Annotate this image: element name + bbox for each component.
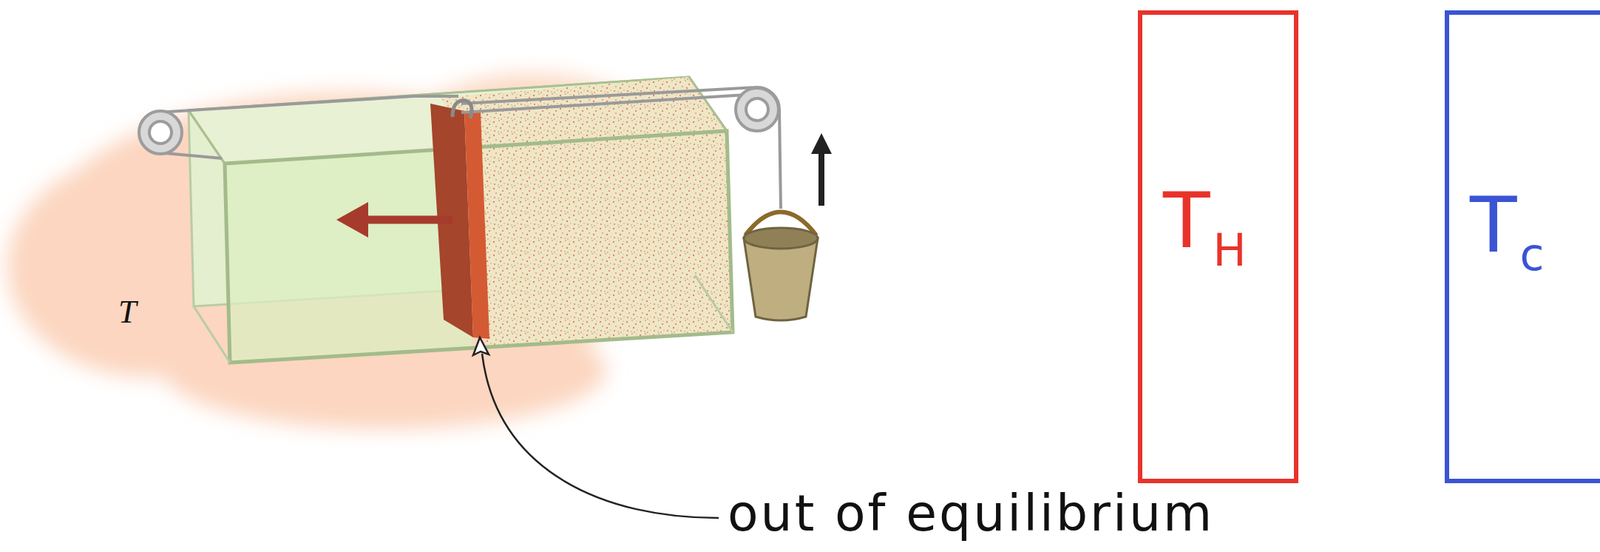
bucket-body — [743, 238, 818, 321]
temperature-reservoir: Tc — [1444, 10, 1600, 483]
annotation-note: out of equilibrium — [727, 483, 1215, 542]
red-arrow — [336, 201, 453, 238]
temperature-reservoir: TH — [1137, 10, 1299, 483]
temperature-symbol: T — [1163, 181, 1211, 259]
temperature-subscript: H — [1213, 227, 1247, 273]
right-pulley — [735, 87, 779, 131]
up-arrow — [811, 133, 832, 206]
box-edge — [193, 306, 230, 363]
arrow-shaft — [360, 215, 453, 225]
arrow-head — [811, 133, 832, 154]
temperature-label: T — [118, 292, 137, 331]
temperature-symbol: T — [1469, 186, 1518, 264]
cable — [461, 87, 781, 209]
cable — [156, 96, 459, 113]
pulley-wheel — [139, 110, 182, 154]
box-edge — [695, 275, 733, 332]
leader-line — [482, 353, 719, 518]
temperature-subscript: c — [1520, 232, 1545, 277]
reservoir-label: Tc — [1469, 186, 1545, 264]
left-pulley — [139, 110, 182, 154]
cable — [461, 94, 747, 113]
piston-hook — [452, 100, 472, 119]
arrow-shaft — [818, 147, 825, 206]
bucket — [743, 212, 818, 321]
reservoir-label: TH — [1163, 181, 1247, 259]
pulley-hub — [149, 121, 172, 144]
arrow-head — [336, 201, 369, 238]
piston-face — [464, 110, 490, 339]
pulley-cables — [156, 87, 781, 209]
bucket-rim — [743, 227, 818, 249]
pulley-wheel — [735, 87, 779, 131]
leader-arrow — [473, 337, 719, 518]
box-edge — [689, 76, 727, 131]
leader-head — [473, 337, 489, 355]
pulley-hub — [746, 98, 769, 121]
gas-region — [440, 76, 733, 349]
